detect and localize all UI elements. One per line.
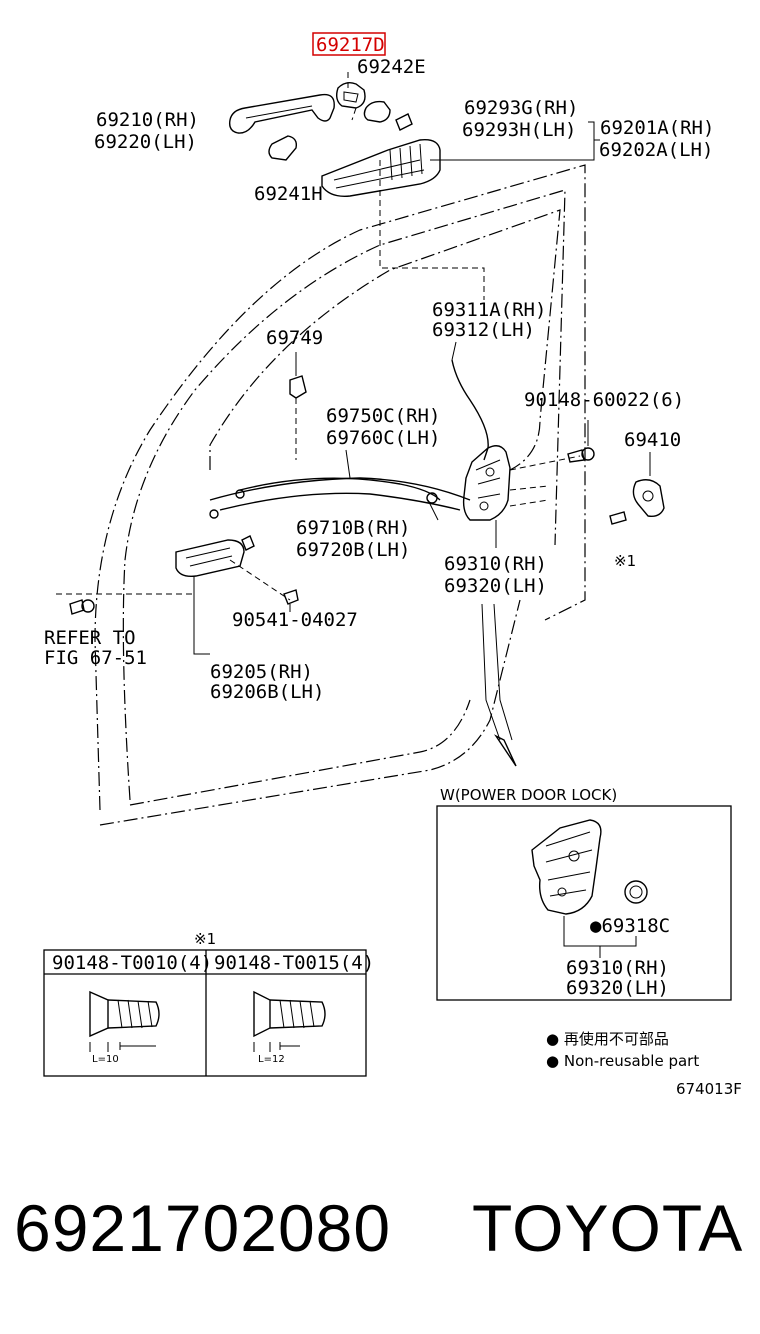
label-69202a: 69202A(LH)	[599, 139, 713, 161]
inset-label-69320: 69320(LH)	[566, 977, 669, 999]
label-69210: 69210(RH)	[96, 109, 199, 131]
label-69312: 69312(LH)	[432, 319, 535, 341]
screw-table-mark-1: ※1	[194, 930, 216, 948]
screw-fig-67-51	[69, 599, 95, 615]
bracket-69201a	[430, 121, 600, 161]
label-69710b: 69710B(RH)	[296, 517, 410, 539]
cables	[209, 449, 471, 521]
label-69310: 69310(RH)	[444, 553, 547, 575]
label-69749: 69749	[266, 327, 323, 349]
highlight-box	[312, 32, 386, 56]
screw-t0010-length: L=10	[92, 1054, 119, 1065]
leader-lines-upper	[347, 68, 485, 300]
screw-table: ※1 90148-T0010(4) 90148-T0015(4) L=10 L=…	[43, 930, 374, 1077]
label-69293g: 69293G(RH)	[464, 97, 578, 119]
inner-handle-69205	[56, 535, 291, 655]
screw-table-col2-label: 90148-T0015(4)	[214, 952, 374, 974]
screw-table-col1-label: 90148-T0010(4)	[52, 952, 212, 974]
screw-t0015-length: L=12	[258, 1054, 285, 1065]
handle-gasket-69242e	[363, 100, 391, 123]
label-69760c: 69760C(LH)	[326, 427, 440, 449]
detail-arrow	[481, 603, 517, 767]
legend-en: ● Non-reusable part	[546, 1052, 699, 1070]
label-69206b: 69206B(LH)	[210, 681, 324, 703]
label-69311a: 69311A(RH)	[432, 299, 546, 321]
screw-90541-04027	[283, 589, 299, 612]
label-69320: 69320(LH)	[444, 575, 547, 597]
label-69242e: 69242E	[357, 56, 426, 78]
outer-handle	[228, 93, 335, 134]
screw-t0015-drawing: L=12	[253, 990, 326, 1065]
lock-rod-69311a	[451, 359, 489, 461]
inset-title: W(POWER DOOR LOCK)	[440, 786, 617, 804]
screw-90148-60022	[567, 420, 595, 463]
highlight-part-label: 69217D	[316, 34, 385, 56]
label-90148-60022: 90148-60022(6)	[524, 389, 684, 411]
label-69750c: 69750C(RH)	[326, 405, 440, 427]
inset-label-69310: 69310(RH)	[566, 957, 669, 979]
label-69410: 69410	[624, 429, 681, 451]
clip-69293g	[395, 113, 413, 131]
label-69205: 69205(RH)	[210, 661, 313, 683]
label-90541-04027: 90541-04027	[232, 609, 358, 631]
power-door-lock-inset: W(POWER DOOR LOCK) ●69318C 69310(RH) 693…	[436, 786, 732, 1001]
striker-69410	[609, 452, 665, 525]
inset-label-69318c: ●69318C	[590, 915, 670, 937]
label-69720b: 69720B(LH)	[296, 539, 410, 561]
footer-part-number: 6921702080	[14, 1191, 392, 1265]
label-69241h: 69241H	[254, 183, 323, 205]
figure-code: 674013F	[676, 1080, 742, 1098]
footer-brand: TOYOTA	[472, 1191, 744, 1265]
label-69293h: 69293H(LH)	[462, 119, 576, 141]
screw-t0010-drawing: L=10	[89, 990, 160, 1065]
handle-cover-69217d	[335, 81, 366, 109]
handle-frame-69201a	[321, 139, 441, 197]
handle-gasket-69241h	[268, 135, 298, 161]
label-fig-67-51: FIG 67-51	[44, 647, 147, 669]
legend-cn: ● 再使用不可部品	[546, 1030, 669, 1048]
label-refer-to: REFER TO	[44, 627, 136, 649]
label-69201a: 69201A(RH)	[600, 117, 714, 139]
label-mark-1: ※1	[614, 552, 636, 570]
door-frame-outline	[94, 164, 586, 826]
label-69220: 69220(LH)	[94, 131, 197, 153]
lock-knob-69749	[289, 352, 307, 460]
door-lock-assembly	[462, 445, 581, 548]
